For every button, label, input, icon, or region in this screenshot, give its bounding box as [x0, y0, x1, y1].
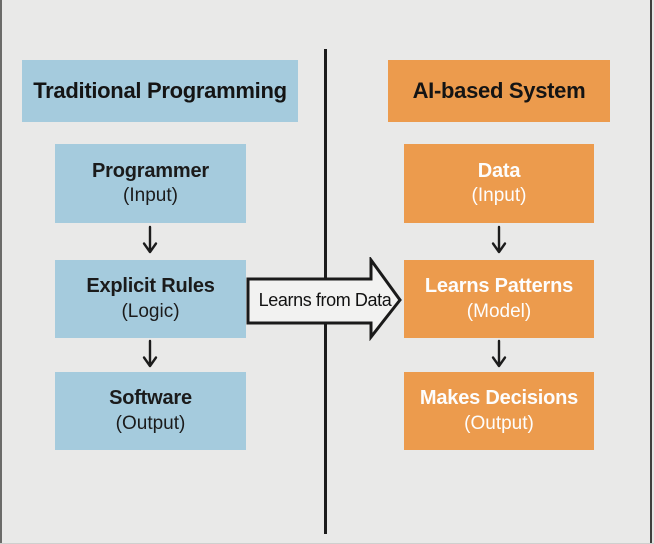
box-title: Learns Patterns: [424, 275, 574, 298]
box-title: Explicit Rules: [86, 275, 215, 298]
box-subtitle: (Input): [471, 185, 527, 207]
box-subtitle: (Output): [115, 412, 186, 434]
flow-box-software: Software (Output): [55, 372, 246, 450]
box-title: Software: [109, 387, 192, 410]
flow-box-programmer: Programmer (Input): [55, 144, 246, 223]
left-edge-border: [0, 0, 2, 544]
box-subtitle: (Output): [464, 412, 534, 434]
right-arrow-icon: [246, 257, 402, 341]
box-title: Makes Decisions: [419, 387, 579, 410]
down-arrow-icon: [142, 225, 158, 254]
flow-box-data: Data (Input): [404, 144, 594, 223]
box-subtitle: (Input): [123, 185, 178, 207]
box-title: Programmer: [92, 159, 209, 182]
ai-based-system-header: AI-based System: [388, 60, 610, 122]
right-edge-border: [650, 0, 652, 544]
down-arrow-icon: [491, 225, 507, 254]
box-subtitle: (Logic): [121, 300, 180, 322]
flow-box-explicit-rules: Explicit Rules (Logic): [55, 260, 246, 338]
down-arrow-icon: [142, 339, 158, 368]
connector-label: Learns from Data: [258, 290, 392, 310]
box-title: Data: [477, 159, 521, 182]
flow-box-learns-patterns: Learns Patterns (Model): [404, 260, 594, 338]
box-subtitle: (Model): [466, 300, 532, 322]
traditional-programming-header: Traditional Programming: [22, 60, 298, 122]
right-edge-sliver: [652, 0, 654, 544]
down-arrow-icon: [491, 339, 507, 368]
flow-box-makes-decisions: Makes Decisions (Output): [404, 372, 594, 450]
